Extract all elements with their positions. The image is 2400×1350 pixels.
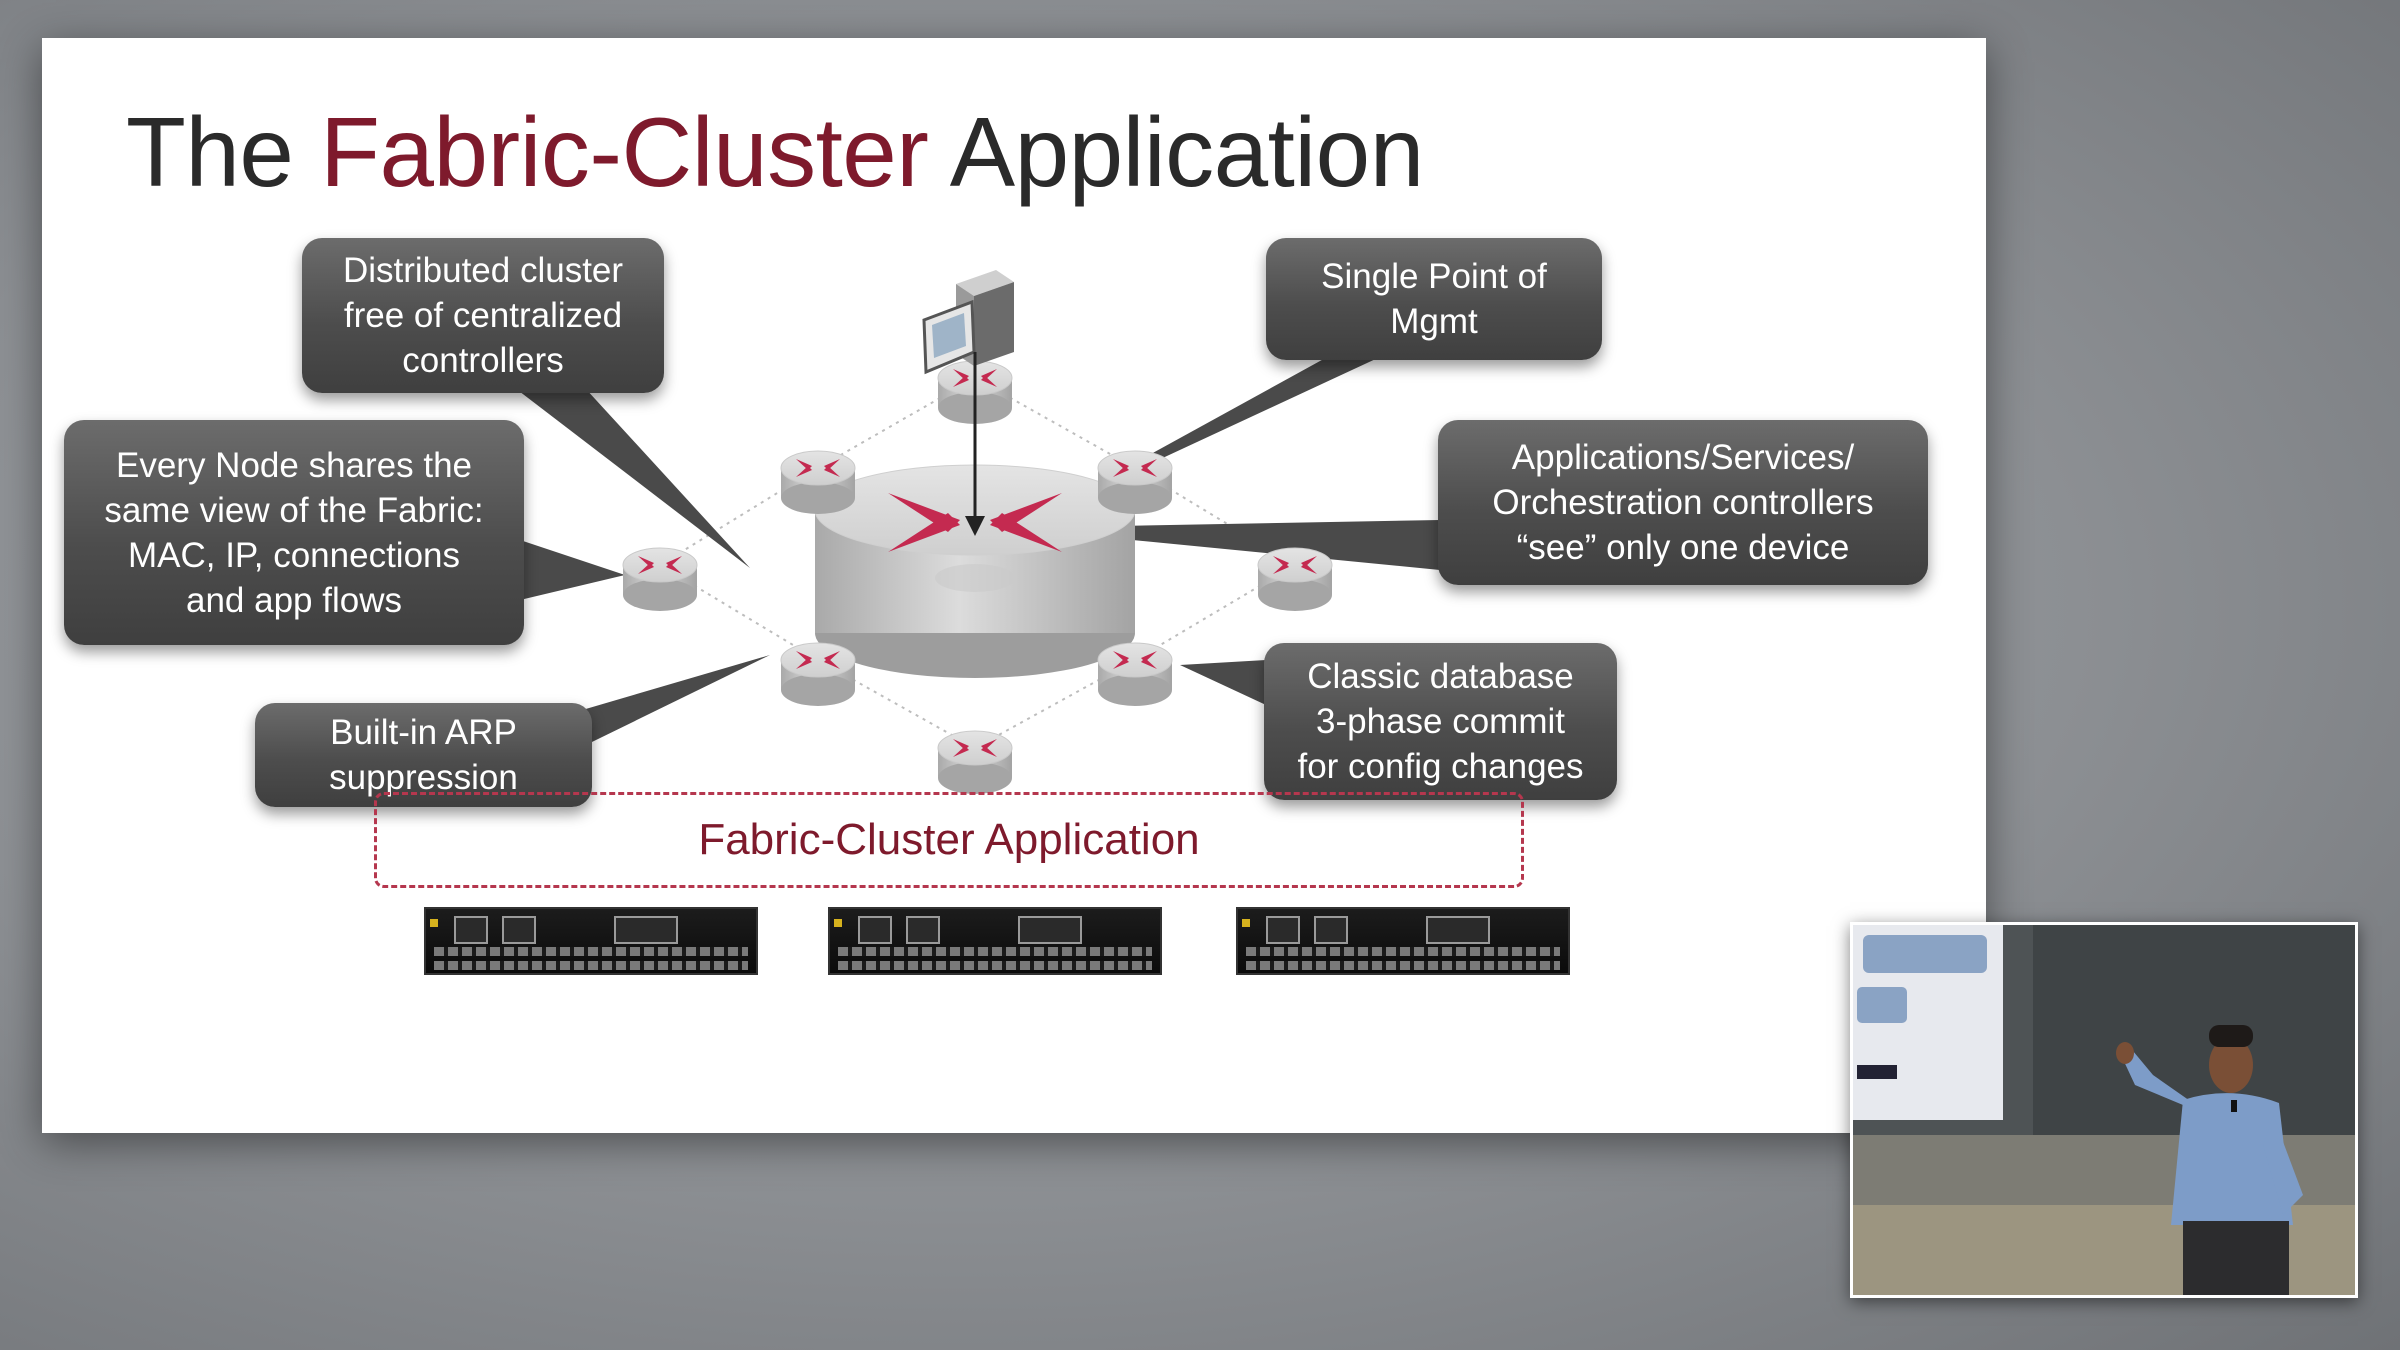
callout-arp-suppression: Built-in ARP suppression (255, 703, 592, 807)
switch-chassis-icon (424, 907, 758, 975)
speaker-video-inset (1850, 922, 2358, 1298)
title-suffix: Application (949, 97, 1424, 207)
router-icon (622, 547, 698, 612)
title-accent: Fabric-Cluster (320, 97, 929, 207)
slide-title: The Fabric-Cluster Application (126, 96, 1424, 209)
central-cluster-icon (814, 464, 1136, 678)
speaker-video-frame (1853, 925, 2355, 1295)
arrow-head-icon (965, 516, 985, 536)
router-icon (780, 642, 856, 707)
callout-applications: Applications/Services/ Orchestration con… (1438, 420, 1928, 585)
switch-chassis-icon (1236, 907, 1570, 975)
switch-chassis-icon (828, 907, 1162, 975)
callout-every-node: Every Node shares the same view of the F… (64, 420, 524, 645)
app-box-label: Fabric-Cluster Application (698, 815, 1200, 864)
speaker-figure (2116, 1025, 2303, 1295)
router-icon (1097, 642, 1173, 707)
router-icon (1257, 547, 1333, 612)
fabric-links (659, 377, 1296, 749)
management-server-icon (922, 270, 1014, 375)
callout-single-point-mgmt: Single Point of Mgmt (1266, 238, 1602, 360)
title-prefix: The (126, 97, 294, 207)
callout-distributed-cluster: Distributed cluster free of centralized … (302, 238, 664, 393)
fabric-cluster-application-box: Fabric-Cluster Application (374, 792, 1524, 888)
router-icon (937, 730, 1013, 795)
router-icon (1097, 450, 1173, 515)
router-icon (780, 450, 856, 515)
callout-classic-database: Classic database 3-phase commit for conf… (1264, 643, 1617, 800)
